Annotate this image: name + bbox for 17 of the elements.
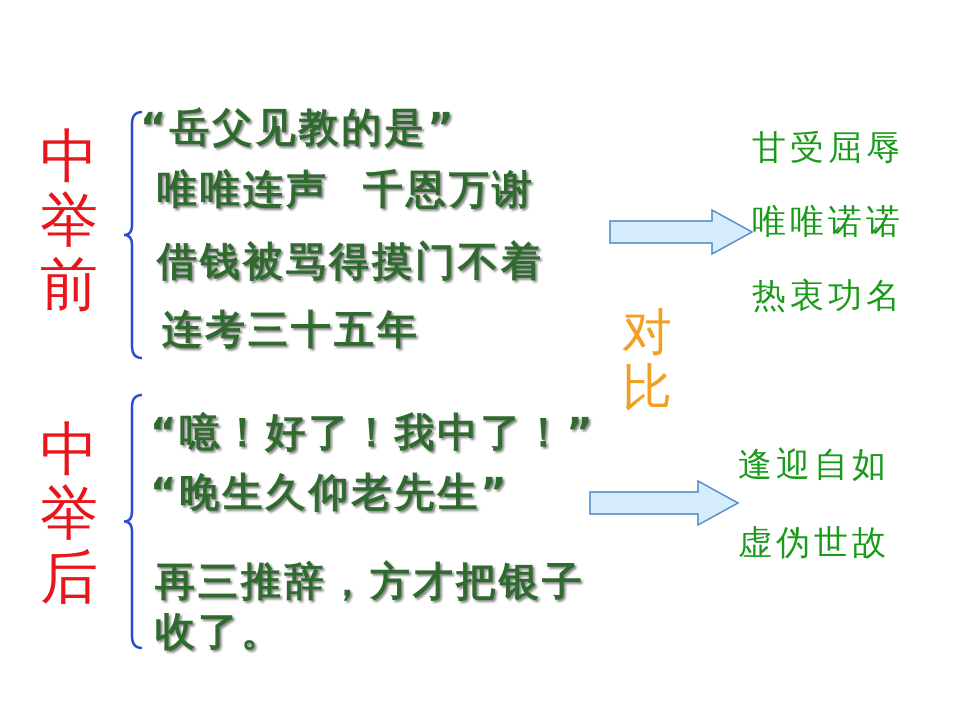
quote-text: 唯唯连声 千恩万谢 — [157, 166, 535, 214]
quote-text: 再三推辞，方才把银子收了。 — [155, 558, 586, 657]
quote-text: 借钱被骂得摸门不着 — [157, 238, 544, 286]
trait-text: 虚伪世故 — [738, 523, 890, 564]
section-heading: 中举前 — [40, 125, 98, 316]
quote-text: 连考三十五年 — [162, 306, 420, 354]
trait-text: 甘受屈辱 — [752, 128, 904, 169]
block-arrow — [609, 208, 754, 256]
quote-text: “噫！好了！我中了！” — [150, 409, 596, 457]
quote-text: “晚生久仰老先生” — [150, 469, 510, 517]
trait-text: 热衷功名 — [752, 276, 904, 317]
quote-text: “岳父见教的是” — [140, 104, 457, 152]
trait-text: 逢迎自如 — [738, 445, 890, 486]
contrast-label: 对比 — [622, 305, 672, 415]
trait-text: 唯唯诺诺 — [752, 202, 904, 243]
section-heading: 中举后 — [40, 418, 98, 610]
block-arrow — [589, 480, 740, 526]
